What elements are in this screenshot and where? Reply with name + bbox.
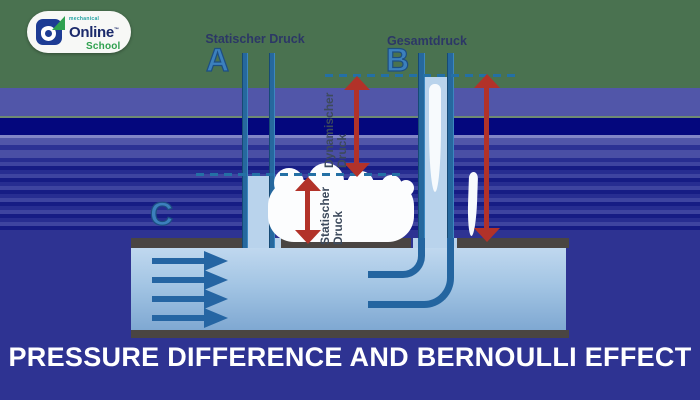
logo-primary-wordmark: Online™	[69, 24, 119, 41]
total-pressure-caption: Gesamtdruck	[387, 34, 467, 48]
background-band	[0, 135, 700, 138]
tube-a-left-wall	[242, 53, 248, 248]
point-c-label: C	[149, 196, 174, 232]
background-band	[0, 116, 700, 118]
flow-arrow-icon	[152, 270, 228, 290]
static-pressure-rotated-label: Statischer Druck	[318, 186, 345, 245]
online-school-logo: mechanical Online™ School	[27, 11, 131, 53]
flow-arrow-icon	[152, 289, 228, 309]
point-b-label: B	[385, 42, 410, 78]
logo-text-block: mechanical Online™ School	[69, 16, 129, 52]
static-pressure-caption: Statischer Druck	[205, 32, 305, 46]
background-band	[0, 118, 700, 135]
tube-a-water-column	[248, 176, 269, 248]
static-pressure-level-dashed-line	[196, 173, 400, 176]
duct-top-wall	[457, 238, 569, 248]
pitot-bend-inner-wall	[368, 238, 425, 278]
page-title: PRESSURE DIFFERENCE AND BERNOULLI EFFECT	[8, 342, 692, 372]
total-pressure-arrow-icon	[474, 74, 500, 242]
cloud-shape	[381, 175, 402, 196]
logo-drop-dot	[45, 30, 52, 37]
tube-b-highlight	[429, 84, 441, 192]
pitot-bend-outer-wall	[368, 238, 454, 308]
logo-triangle-icon	[52, 16, 65, 30]
flow-arrow-icon	[152, 251, 228, 271]
total-pressure-level-dashed-line	[325, 74, 516, 77]
flow-arrow-icon	[152, 308, 228, 328]
duct-bottom-wall	[131, 330, 569, 338]
trademark-symbol: ™	[113, 27, 119, 33]
point-a-label: A	[205, 42, 230, 78]
logo-drop-icon	[36, 16, 65, 45]
background-band	[0, 145, 700, 150]
duct-top-wall	[281, 238, 411, 248]
dynamic-pressure-rotated-label: Dynamischer Druck	[322, 92, 349, 168]
background-band	[0, 138, 700, 145]
cloud-shape	[398, 180, 414, 196]
duct-top-wall	[131, 238, 242, 248]
static-pressure-arrow-icon	[295, 177, 321, 244]
dynamic-pressure-arrow-icon	[344, 76, 370, 177]
tube-b-left-wall	[418, 53, 425, 238]
tube-a-right-wall	[269, 53, 275, 248]
tube-b-right-wall	[447, 53, 454, 238]
background-band	[0, 88, 700, 116]
background-band	[0, 150, 700, 158]
logo-small-wordmark: mechanical	[69, 16, 100, 22]
logo-secondary-wordmark: School	[86, 41, 121, 52]
